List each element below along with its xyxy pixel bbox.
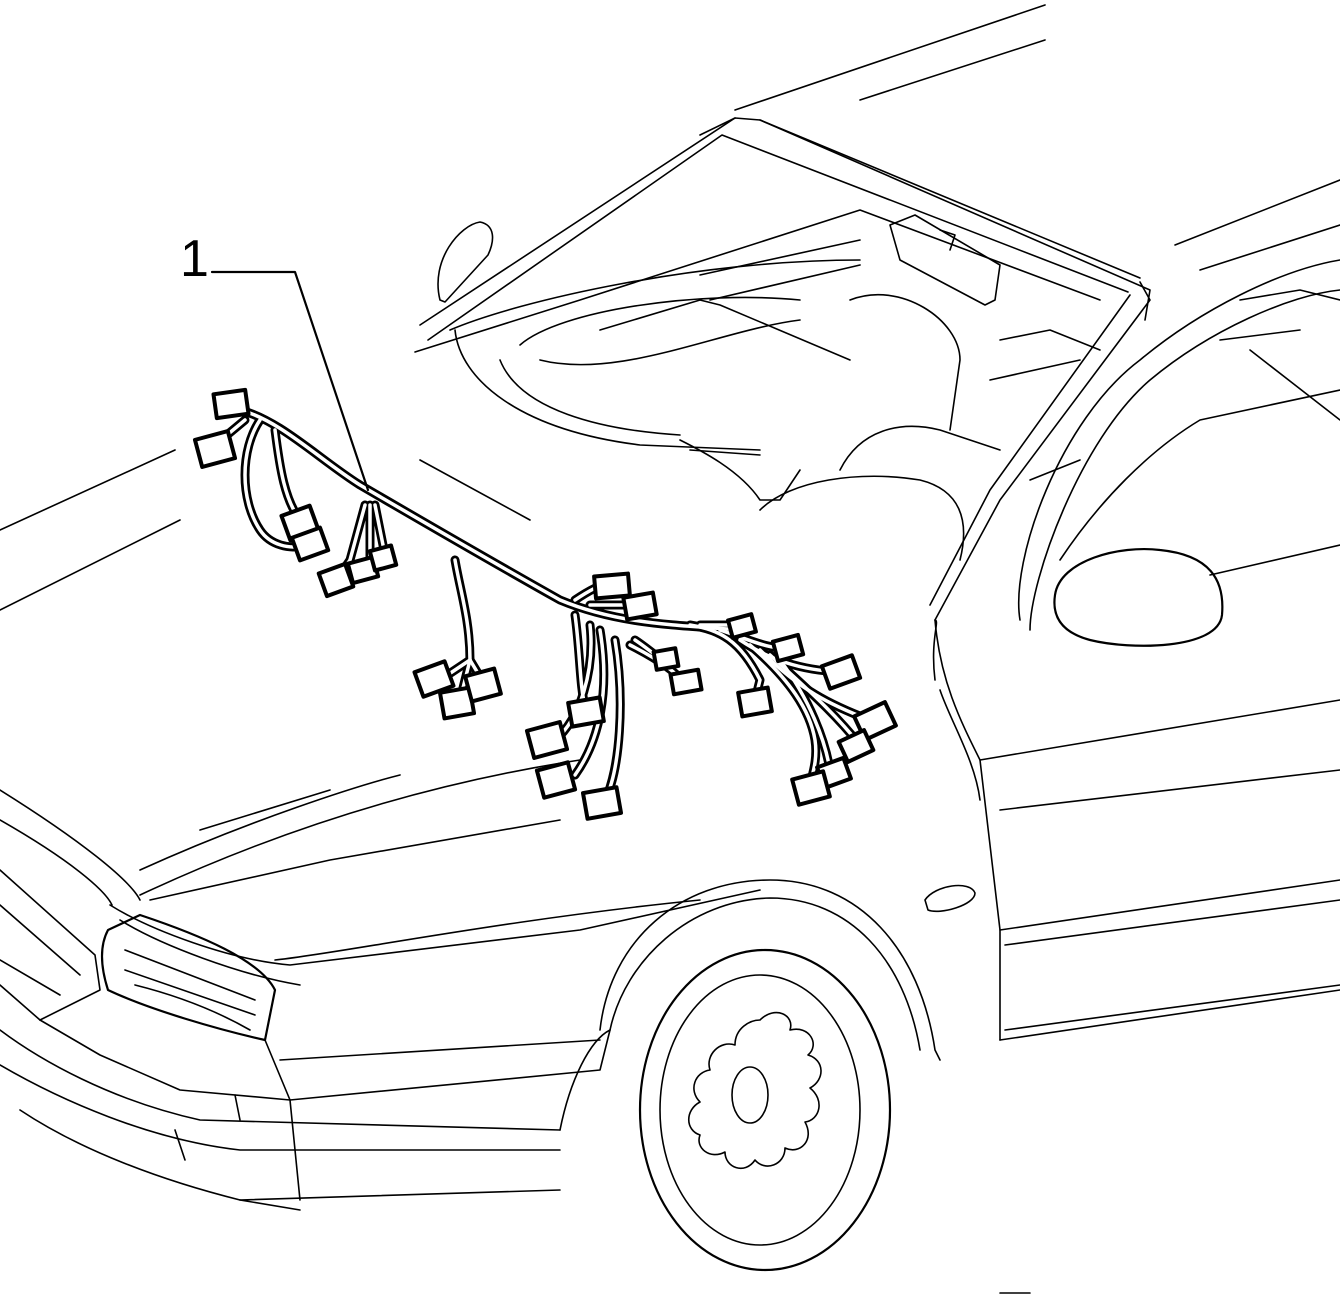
callout-label: 1 <box>180 230 209 288</box>
callout-1: 1 <box>180 230 370 492</box>
harness-wire-core-line <box>238 408 742 632</box>
car-body-outline <box>0 4 1340 1294</box>
callout-leader-line <box>210 270 370 492</box>
harness-wire-core-line <box>778 658 832 772</box>
harness-wire-core-line <box>453 558 472 662</box>
harness-wire-core-line <box>688 623 762 702</box>
harness-wire-core-line <box>243 418 307 549</box>
engine-wiring-harness <box>192 387 898 821</box>
harness-connectors <box>192 387 898 821</box>
